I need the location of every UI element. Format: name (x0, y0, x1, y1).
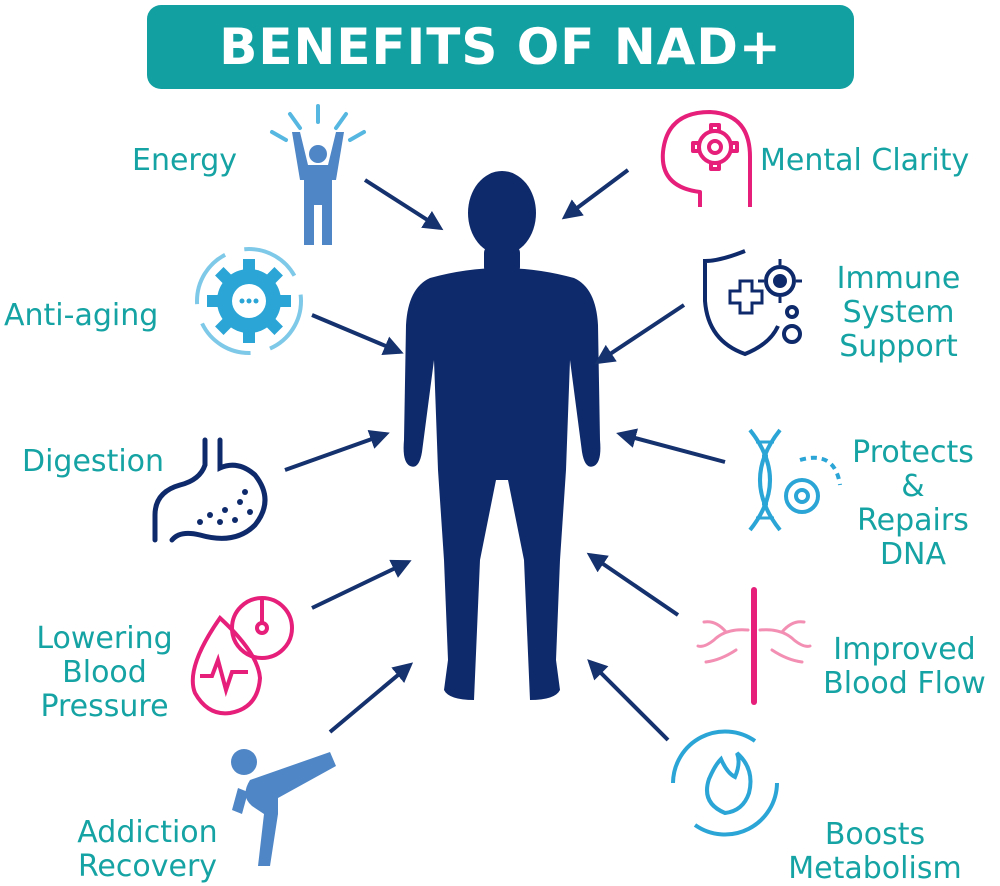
arrow-addiction (328, 662, 414, 734)
benefit-label-improved-blood-flow: Improved Blood Flow (823, 632, 986, 701)
arrow-mental-clarity (561, 168, 630, 220)
arrow-immune (594, 303, 686, 365)
arrows (284, 168, 726, 742)
blood-drop-gauge-icon (190, 596, 294, 716)
human-silhouette (403, 171, 601, 700)
benefit-label-mental-clarity: Mental Clarity (760, 143, 970, 178)
benefit-label-immune-system-support: Immune System Support (836, 261, 961, 364)
head-gear-icon (660, 110, 752, 207)
stomach-icon (152, 437, 268, 543)
benefit-label-lowering-blood-pressure: Lowering Blood Pressure (36, 621, 173, 724)
flame-cycle-icon (671, 729, 779, 837)
arrow-blood-pressure (311, 559, 412, 610)
benefit-label-anti-aging: Anti-aging (4, 298, 159, 333)
arrow-anti-aging (311, 313, 404, 356)
title-banner: BENEFITS OF NAD+ (147, 5, 854, 89)
benefit-label-digestion: Digestion (22, 444, 165, 479)
benefit-label-protects-repairs-dna: Protects & Repairs DNA (852, 435, 974, 572)
arrow-blood-flow (586, 552, 680, 617)
shield-virus-icon (703, 249, 802, 357)
dna-gear-icon (748, 428, 842, 532)
benefit-label-addiction-recovery: Addiction Recovery (77, 815, 218, 884)
kicking-person-icon (231, 749, 336, 866)
benefit-label-energy: Energy (132, 143, 238, 178)
page-title: BENEFITS OF NAD+ (219, 18, 782, 76)
benefit-label-boosts-metabolism: Boosts Metabolism (788, 817, 962, 886)
person-energy-icon (270, 104, 366, 245)
arrow-energy (363, 178, 444, 231)
arrow-metabolism (587, 659, 670, 742)
arrow-dna (616, 428, 726, 464)
gear-cycle-icon (195, 247, 303, 355)
arrow-digestion (284, 429, 390, 472)
blood-vessels-icon (696, 587, 812, 705)
